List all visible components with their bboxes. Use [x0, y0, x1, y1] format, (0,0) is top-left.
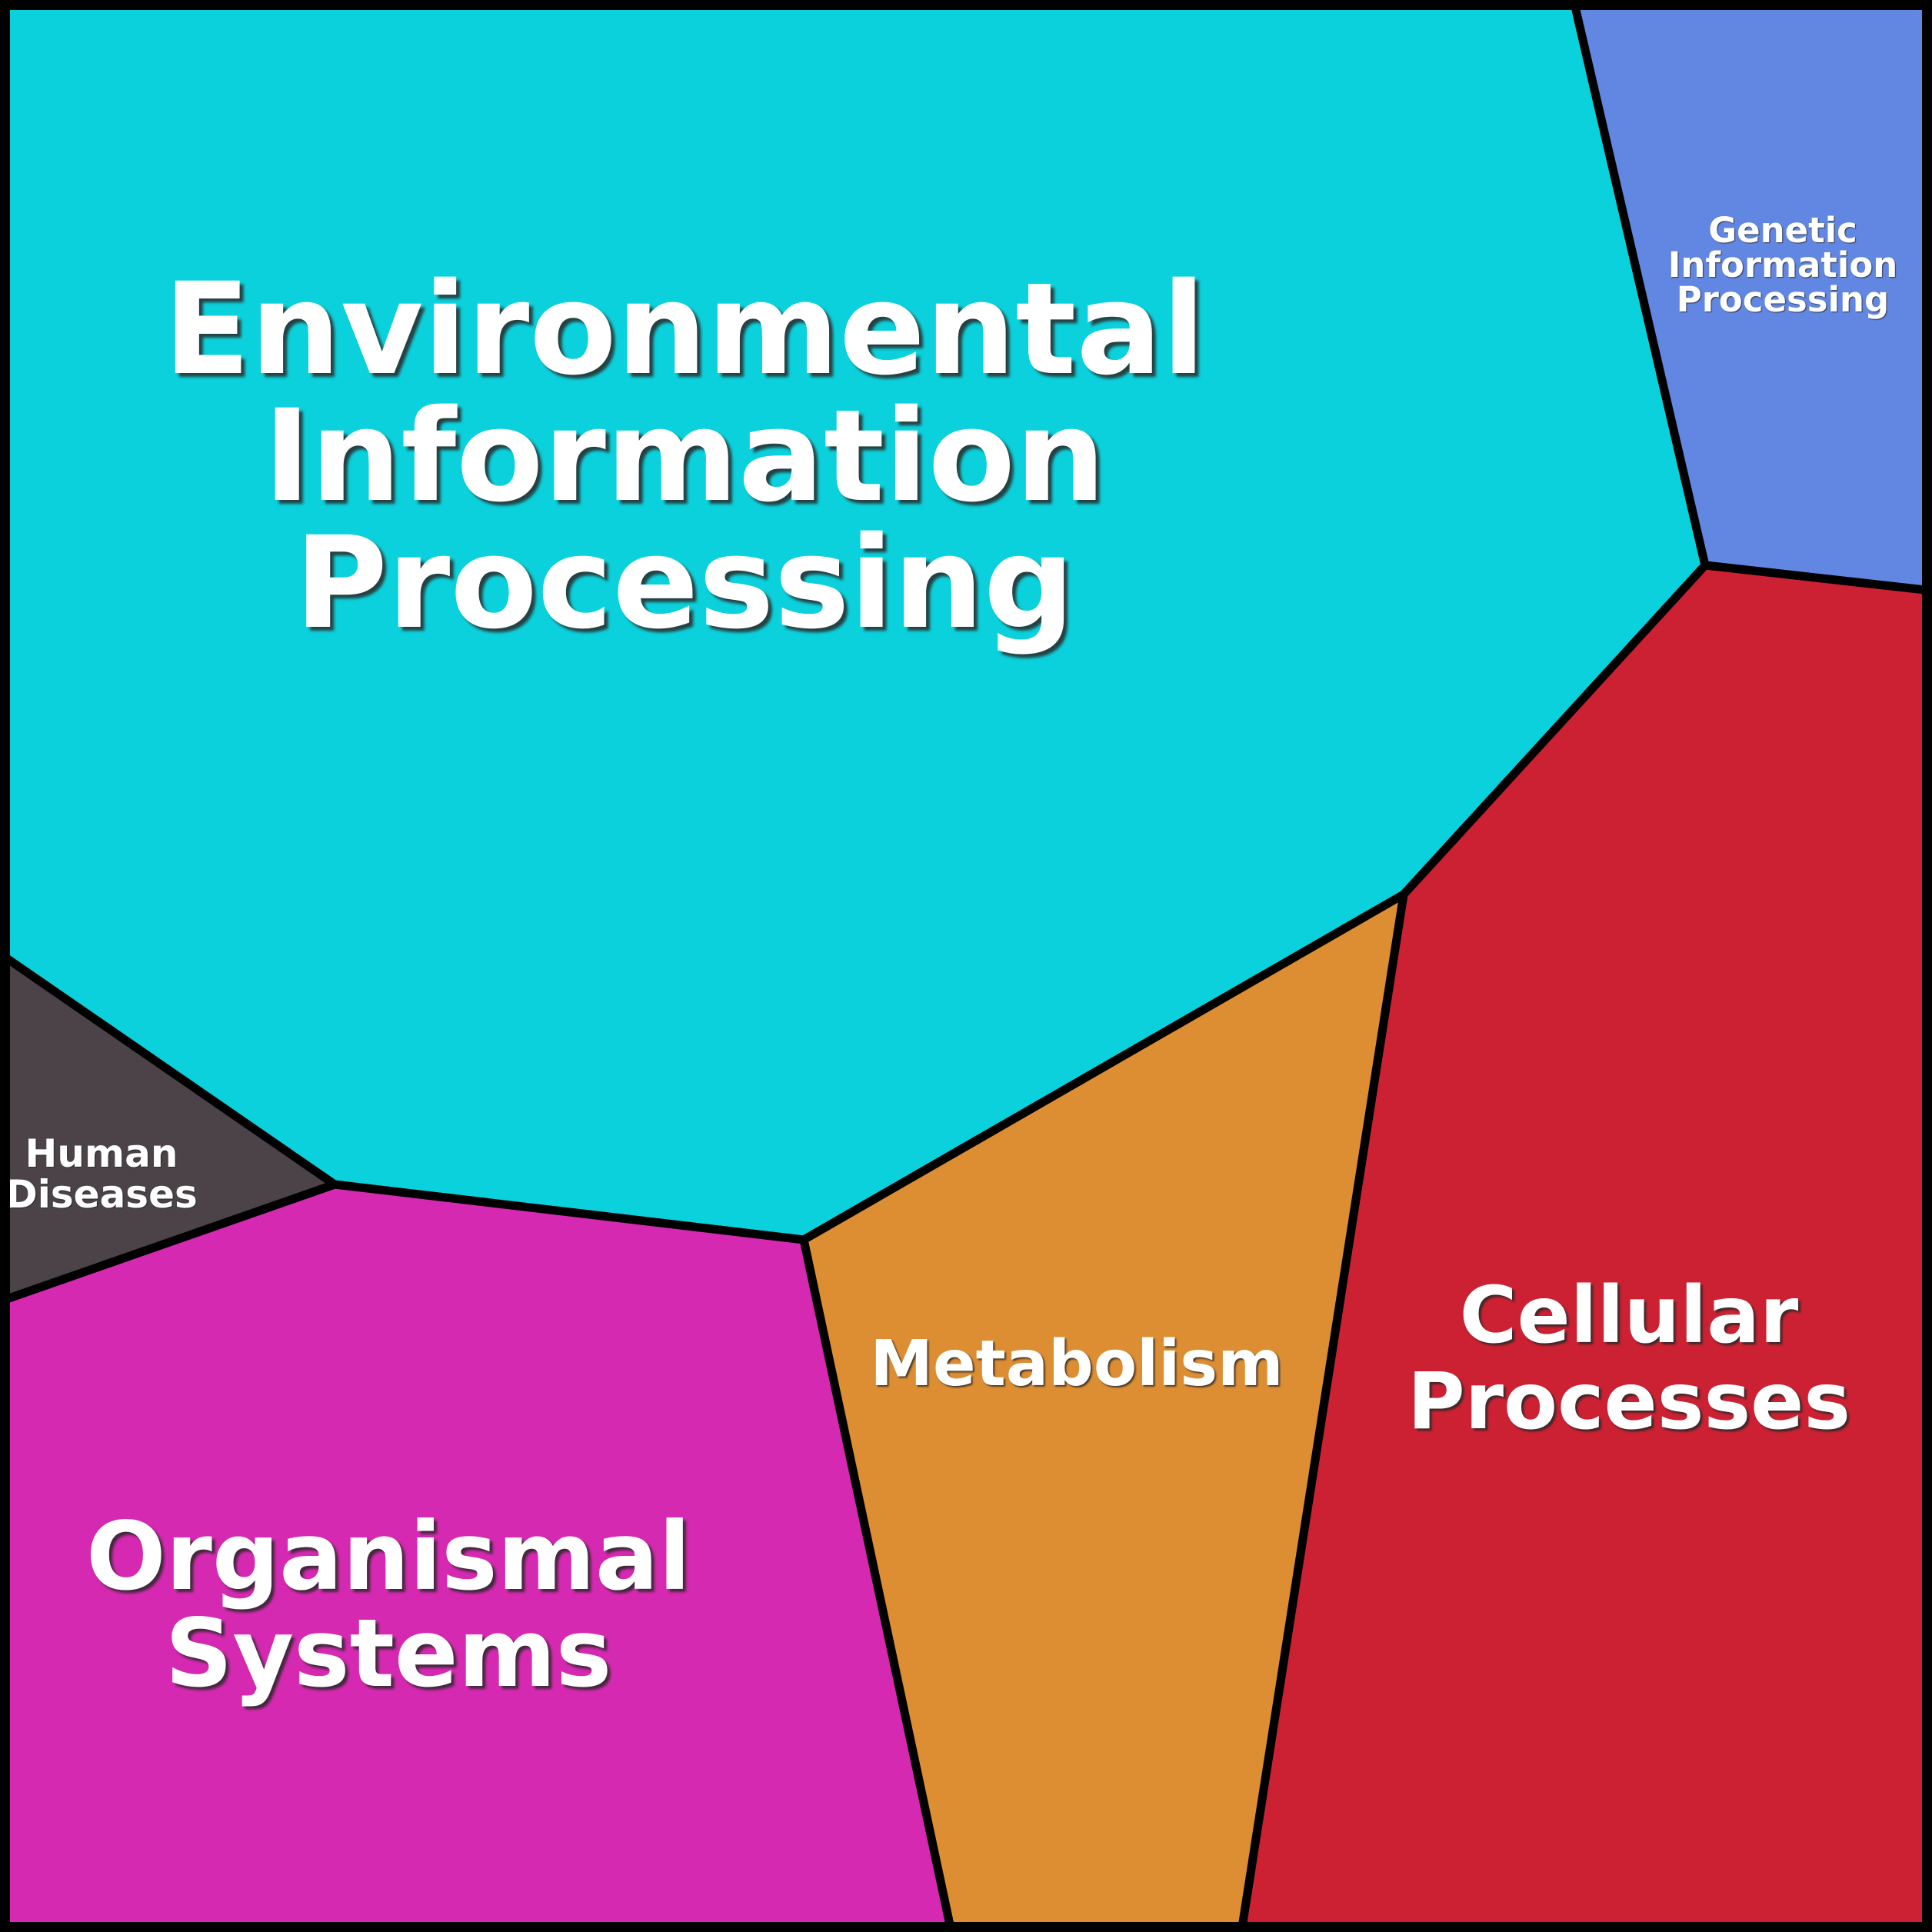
label-line: Metabolism [870, 1327, 1283, 1401]
region-metabolism [799, 890, 1408, 1932]
label-line: Environmental [164, 255, 1206, 403]
region-genetic-information-processing [1569, 0, 1932, 595]
label-line: Processing [295, 509, 1074, 657]
label-line: Organismal [86, 1502, 691, 1611]
label-line: Information [264, 382, 1106, 530]
label-line: Processing [1677, 279, 1890, 320]
region-cellular-processes [1237, 561, 1932, 1932]
label-line: Genetic [1708, 210, 1857, 251]
label-human-diseases: Human Diseases [5, 1131, 198, 1217]
label-line: Cellular [1460, 1270, 1799, 1361]
region-human-diseases [0, 949, 339, 1306]
label-metabolism: Metabolism [870, 1327, 1283, 1401]
label-line: Diseases [5, 1172, 198, 1217]
label-organismal-systems: Organismal Systems [86, 1502, 691, 1708]
label-line: Information [1668, 245, 1898, 285]
label-line: Systems [165, 1599, 612, 1708]
label-environmental-information-processing: Environmental Information Processing [164, 255, 1206, 657]
label-genetic-information-processing: Genetic Information Processing [1668, 210, 1898, 320]
label-line: Human [25, 1131, 178, 1176]
label-line: Processes [1407, 1356, 1850, 1447]
label-cellular-processes: Cellular Processes [1407, 1270, 1850, 1447]
